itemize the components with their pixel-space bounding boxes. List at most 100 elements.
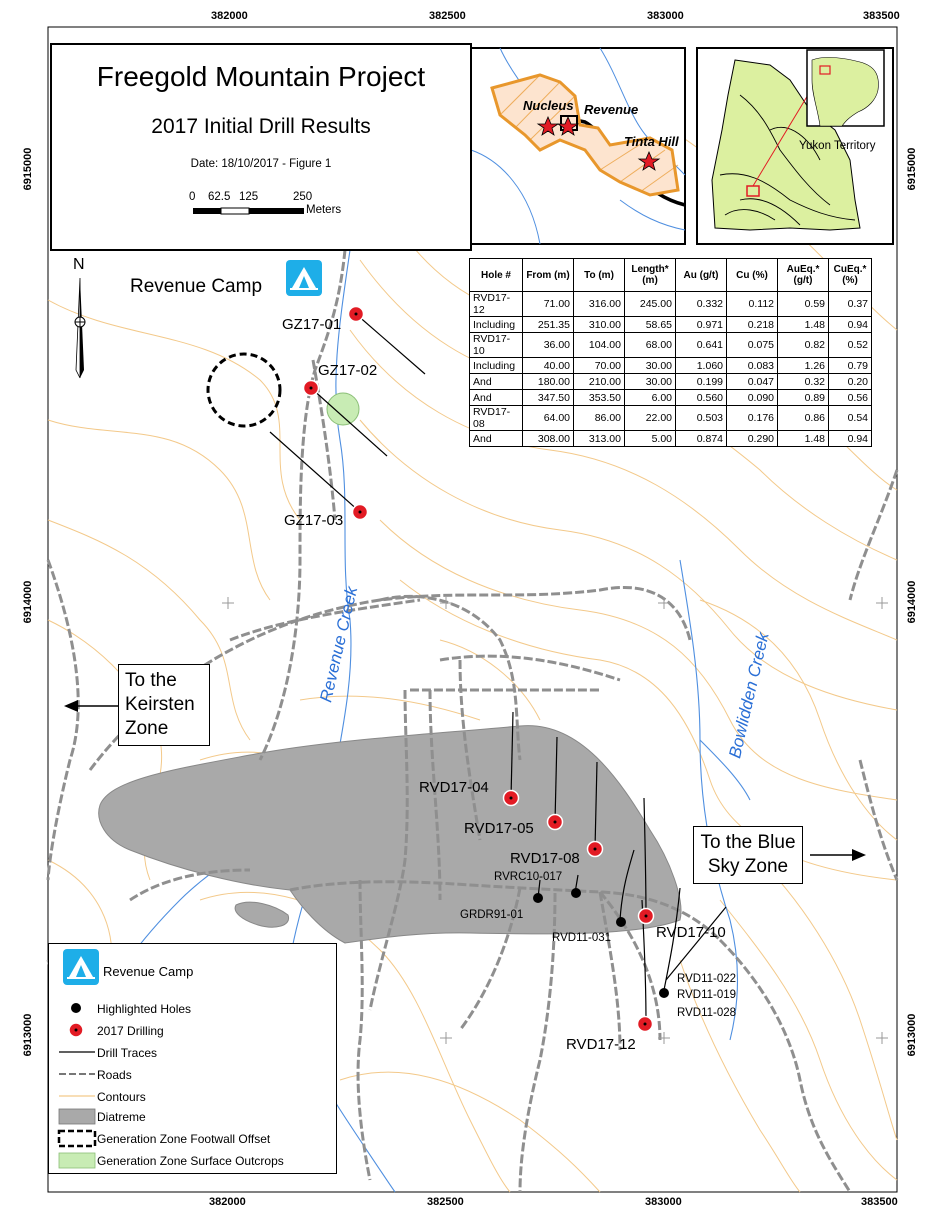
hole-label-rvrc10-017[interactable]: RVRC10-017 [494,871,563,883]
table-cell: 0.971 [675,316,727,333]
to-blue-sky-zone-callout: To the Blue Sky Zone [693,826,803,884]
table-cell: 0.874 [675,430,727,447]
inset-region-map [696,47,894,245]
table-cell: 1.48 [777,316,829,333]
table-cell: 251.35 [522,316,574,333]
legend-footwall-icon [57,1129,97,1148]
table-cell: 310.00 [573,316,625,333]
scale-unit: Meters [306,204,342,216]
legend-highlighted-hole-icon [71,1003,81,1013]
x-coord-top: 382500 [429,10,466,22]
table-cell: And [469,389,523,406]
highlighted-holes [533,888,669,998]
table-cell: 5.00 [624,430,676,447]
legend-label: 2017 Drilling [97,1024,164,1038]
inset-label-tinta-hill: Tinta Hill [624,134,679,149]
table-cell: 0.52 [828,332,872,358]
table-cell: RVD17-08 [469,405,523,431]
table-cell: 0.32 [777,373,829,390]
table-cell: Including [469,357,523,374]
x-coord-bottom: 382500 [427,1196,464,1208]
table-cell: 0.290 [726,430,778,447]
drill-traces [269,313,727,1025]
generation-zone-outcrop [326,392,360,426]
hole-label-rvd11-031[interactable]: RVD11-031 [552,932,612,944]
scale-tick: 62.5 [208,191,231,203]
hole-label-rvd17-04[interactable]: RVD17-04 [419,779,489,796]
table-cell: 0.37 [828,291,872,317]
legend-outcrop-icon [58,1152,96,1169]
to-keirsten-line: Zone [125,718,169,739]
legend-diatreme-icon [58,1108,96,1125]
hole-label-gz17-03[interactable]: GZ17-03 [284,512,344,529]
map-date: Date: 18/10/2017 - Figure 1 [190,158,332,170]
table-cell: 0.090 [726,389,778,406]
north-label: N [73,256,85,273]
table-cell: 316.00 [573,291,625,317]
table-cell: 22.00 [624,405,676,431]
table-cell: 210.00 [573,373,625,390]
map-legend: Revenue Camp Highlighted Holes 2017 Dril… [48,943,337,1174]
hole-label-rvd17-10[interactable]: RVD17-10 [656,924,726,941]
table-cell: 0.59 [777,291,829,317]
table-header: CuEq.* (%) [828,258,872,292]
inset-local-map [470,47,686,245]
table-cell: 64.00 [522,405,574,431]
to-keirsten-line: Keirsten [125,694,195,715]
table-header: Length* (m) [624,258,676,292]
table-cell: 6.00 [624,389,676,406]
table-cell: 30.00 [624,357,676,374]
table-cell: Including [469,316,523,333]
table-cell: 347.50 [522,389,574,406]
table-cell: And [469,373,523,390]
legend-label: Highlighted Holes [97,1002,192,1016]
hole-label-rvd17-08[interactable]: RVD17-08 [510,850,580,867]
table-cell: 0.20 [828,373,872,390]
hole-label-rvd11-028[interactable]: RVD11-028 [677,1007,737,1019]
to-blue-sky-line: Sky Zone [707,856,789,877]
scale-tick: 0 [189,191,196,203]
y-coord-left: 6914000 [22,580,34,624]
generation-zone-footwall-offset [206,352,282,428]
x-coord-bottom: 383000 [645,1196,682,1208]
legend-label: Generation Zone Surface Outcrops [97,1154,284,1168]
hole-label-rvd11-022[interactable]: RVD11-022 [677,973,737,985]
hole-label-rvd17-12[interactable]: RVD17-12 [566,1036,636,1053]
table-cell: 0.218 [726,316,778,333]
table-cell: 0.075 [726,332,778,358]
x-coord-bottom: 382000 [209,1196,246,1208]
table-cell: 0.332 [675,291,727,317]
table-header: AuEq.* (g/t) [777,258,829,292]
x-coord-top: 383500 [863,10,900,22]
scale-tick: 125 [239,191,259,203]
map-title: Freegold Mountain Project [96,61,426,92]
hole-label-gz17-01[interactable]: GZ17-01 [282,316,342,333]
scale-tick: 250 [293,191,313,203]
table-header: Cu (%) [726,258,778,292]
x-coord-top: 383000 [647,10,684,22]
hole-label-grdr91-01[interactable]: GRDR91-01 [460,909,524,921]
hole-label-gz17-02[interactable]: GZ17-02 [318,362,378,379]
hole-label-rvd11-019[interactable]: RVD11-019 [677,989,737,1001]
table-cell: 0.083 [726,357,778,374]
nucleus-star-icon [536,115,560,136]
table-cell: 0.94 [828,316,872,333]
hole-label-rvd17-05[interactable]: RVD17-05 [464,820,534,837]
legend-symbols [57,949,99,1169]
legend-label: Roads [97,1068,132,1082]
north-arrow-icon [74,277,86,379]
inset-label-nucleus: Nucleus [523,98,574,113]
table-header: Au (g/t) [675,258,727,292]
table-cell: 58.65 [624,316,676,333]
table-cell: RVD17-12 [469,291,523,317]
table-header-row: Hole # From (m) To (m) Length* (m) Au (g… [469,258,872,292]
y-coord-right: 6913000 [906,1013,918,1057]
table-cell: 71.00 [522,291,574,317]
